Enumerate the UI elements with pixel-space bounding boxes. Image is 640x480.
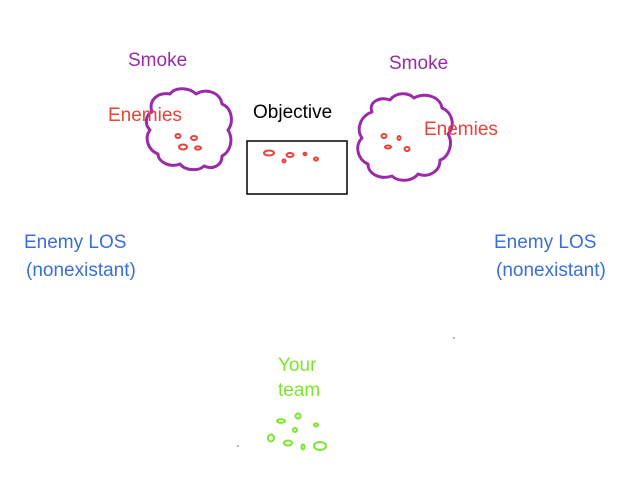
enemy-markers-left (174, 133, 202, 151)
stray-dot (237, 445, 239, 447)
smoke-cloud-left (144, 87, 233, 172)
enemy-los-label-right: Enemy LOS (nonexistant) (494, 229, 606, 285)
enemy-los-right-line1: Enemy LOS (494, 232, 597, 253)
enemies-label-left: Enemies (108, 105, 182, 126)
enemy-los-label-left: Enemy LOS (nonexistant) (24, 229, 136, 285)
smoke-label-right: Smoke (389, 53, 449, 74)
smoke-label-left: Smoke (128, 50, 188, 71)
your-team-line1: Your (278, 355, 317, 376)
enemy-los-left-line2: (nonexistant) (26, 260, 136, 281)
stray-dot (453, 337, 455, 339)
enemy-markers-objective (263, 149, 319, 164)
smoke-cloud-right (356, 92, 454, 182)
team-markers (267, 412, 327, 451)
enemies-label-right: Enemies (424, 119, 498, 140)
your-team-label: Your team (278, 353, 320, 403)
enemy-los-left-line1: Enemy LOS (24, 232, 127, 253)
your-team-line2: team (278, 380, 321, 401)
enemy-los-right-line2: (nonexistant) (496, 260, 606, 281)
enemy-markers-right (380, 133, 411, 152)
objective-box (246, 140, 348, 195)
objective-label: Objective (253, 102, 333, 123)
